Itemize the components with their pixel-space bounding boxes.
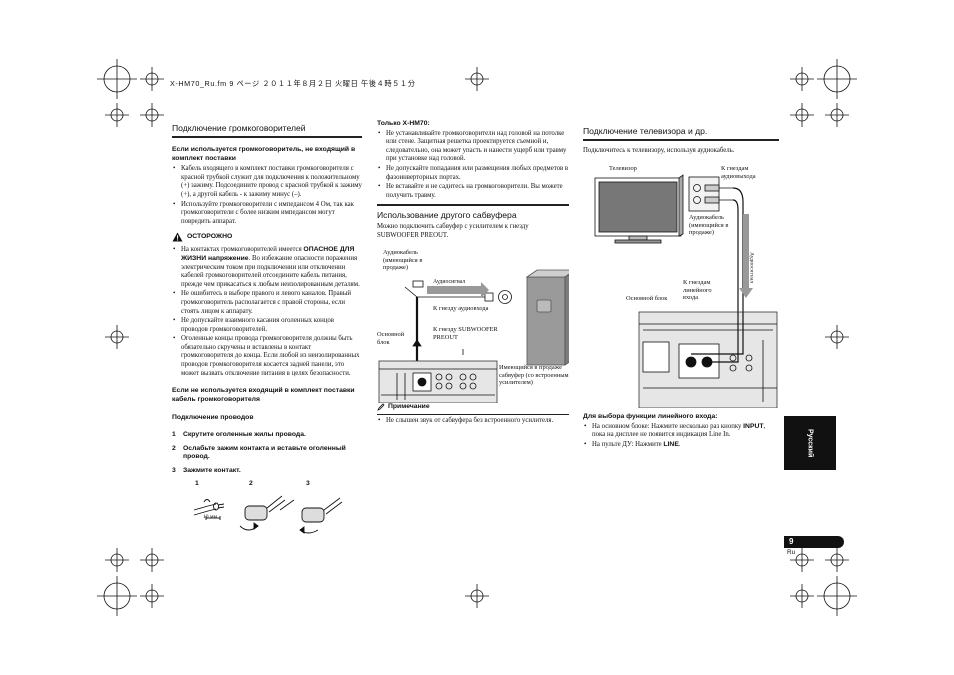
section-rule: [172, 136, 362, 138]
note-pencil-icon: [377, 403, 385, 412]
subheading-wire-connection: Подключение проводов: [172, 414, 254, 422]
note-heading: Примечание: [377, 403, 569, 412]
note-label: Примечание: [388, 403, 430, 410]
line-input-instructions: Для выбора функции линейного входа: На о…: [583, 413, 779, 450]
crosshair-mark: [140, 67, 164, 91]
subheading-other-cable: Если не используется входящий в комплект…: [172, 387, 355, 403]
section-rule: [377, 204, 569, 207]
label-audio-signal: Аудиосигнал: [433, 279, 466, 285]
list-item: На основном блоке: Нажмите несколько раз…: [583, 423, 779, 440]
only-model-label: Только X-HM70:: [377, 120, 430, 127]
tv-diagram-graphic: [594, 174, 778, 408]
language-tab-label: Русский: [806, 428, 814, 458]
note-list: Не слышен звук от сабвуфера без встроенн…: [377, 417, 569, 426]
file-header-line: X-HM70_Ru.fm 9 ページ ２０１１年８月２日 火曜日 午後４時５１分: [170, 79, 416, 88]
list-item: Используйте громкоговорители с импедансо…: [172, 201, 362, 227]
caution-list: На контактах громкоговорителей имеется О…: [172, 246, 362, 378]
list-item: На пульте ДУ: Нажмите LINE.: [583, 441, 779, 450]
label-tv-audio-signal: Аудиосигнал: [748, 252, 755, 284]
section-rule: [583, 139, 779, 141]
label-tv: Телевизор: [609, 165, 637, 172]
list-item: Не устанавливайте громкоговорители над г…: [377, 130, 569, 164]
label-to-audio-output: К гнездам аудиовыхода: [721, 165, 756, 180]
label-tv-main-unit: Основной блок: [626, 295, 668, 302]
page-number-badge: 9: [784, 536, 844, 548]
figure-dimension-label: 10 мм: [203, 514, 218, 520]
section-title-tv: Подключение телевизора и др.: [583, 126, 708, 136]
label-main-unit: Основной блок: [377, 331, 405, 346]
list-item: Не допускайте попадания или размещения л…: [377, 165, 569, 182]
caution-heading: ОСТОРОЖНО: [172, 232, 362, 242]
page-language-code: Ru: [787, 549, 796, 556]
only-model-list: Не устанавливайте громкоговорители над г…: [377, 130, 569, 201]
caution-label: ОСТОРОЖНО: [187, 233, 233, 241]
tv-connection-diagram: Телевизор К гнездам аудиовыхода Аудиокаб…: [583, 162, 781, 408]
column-subwoofer: Только X-HM70: Не устанавливайте громког…: [377, 120, 569, 241]
list-item: Не вставайте и не садитесь на громкогово…: [377, 183, 569, 200]
list-item: Не ошибитесь в выборе правого и левого к…: [172, 290, 362, 316]
column-tv: Подключение телевизора и др. Подключитес…: [583, 126, 779, 156]
warning-triangle-icon: [172, 232, 183, 242]
figure-step-number: 3: [306, 480, 310, 487]
wire-steps-figure: 1 2 3 10 мм: [190, 480, 350, 540]
list-item: Оголенные концы провода громкоговорителя…: [172, 335, 362, 378]
registration-mark-top-left: [97, 59, 137, 99]
label-audio-cable: Аудиокабель (имеющийся в продаже): [383, 249, 423, 272]
list-item: На контактах громкоговорителей имеется О…: [172, 246, 362, 289]
wire-twist-illustration: [193, 495, 343, 534]
note-rule: [377, 413, 569, 415]
language-side-tab: Русский: [784, 416, 836, 470]
section-title-speakers: Подключение громкоговорителей: [172, 123, 306, 133]
label-to-audio-input: К гнезду аудиовхода: [433, 305, 489, 312]
list-item: Кабель входящего в комплект поставки гро…: [172, 165, 362, 199]
line-input-heading: Для выбора функции линейного входа:: [583, 413, 718, 420]
column-speakers: Подключение громкоговорителей Если испол…: [172, 123, 362, 475]
line-input-list: На основном блоке: Нажмите несколько раз…: [583, 423, 779, 450]
figure-step-number: 1: [195, 480, 199, 487]
figure-step-number: 2: [249, 480, 253, 487]
subwoofer-intro: Можно подключить сабвуфер с усилителем к…: [377, 223, 529, 239]
label-to-subwoofer-preout: К гнезду SUBWOOFER PREOUT: [433, 326, 498, 341]
subheading-non-supplied-speaker: Если используется громкоговоритель, не в…: [172, 146, 356, 162]
subwoofer-connection-diagram: Аудиокабель (имеющийся в продаже) Аудиос…: [377, 245, 569, 403]
label-tv-audio-cable: Аудиокабель (имеющийся в продаже): [689, 214, 729, 237]
subwoofer-diagram-graphic: [378, 269, 569, 403]
page-number: 9: [789, 537, 794, 546]
label-powered-subwoofer: Имеющийся в продаже сабвуфер (со встроен…: [499, 364, 569, 387]
speaker-notes-list: Кабель входящего в комплект поставки гро…: [172, 165, 362, 226]
label-to-line-input: К гнездам линейного входа: [683, 279, 712, 302]
tv-intro: Подключитесь к телевизору, используя ауд…: [583, 147, 735, 154]
list-item: Не допускайте взаимного касания оголенны…: [172, 317, 362, 334]
section-title-subwoofer: Использование другого сабвуфера: [377, 210, 517, 221]
note-block: Примечание Не слышен звук от сабвуфера б…: [377, 403, 569, 426]
list-item: Не слышен звук от сабвуфера без встроенн…: [377, 417, 569, 426]
